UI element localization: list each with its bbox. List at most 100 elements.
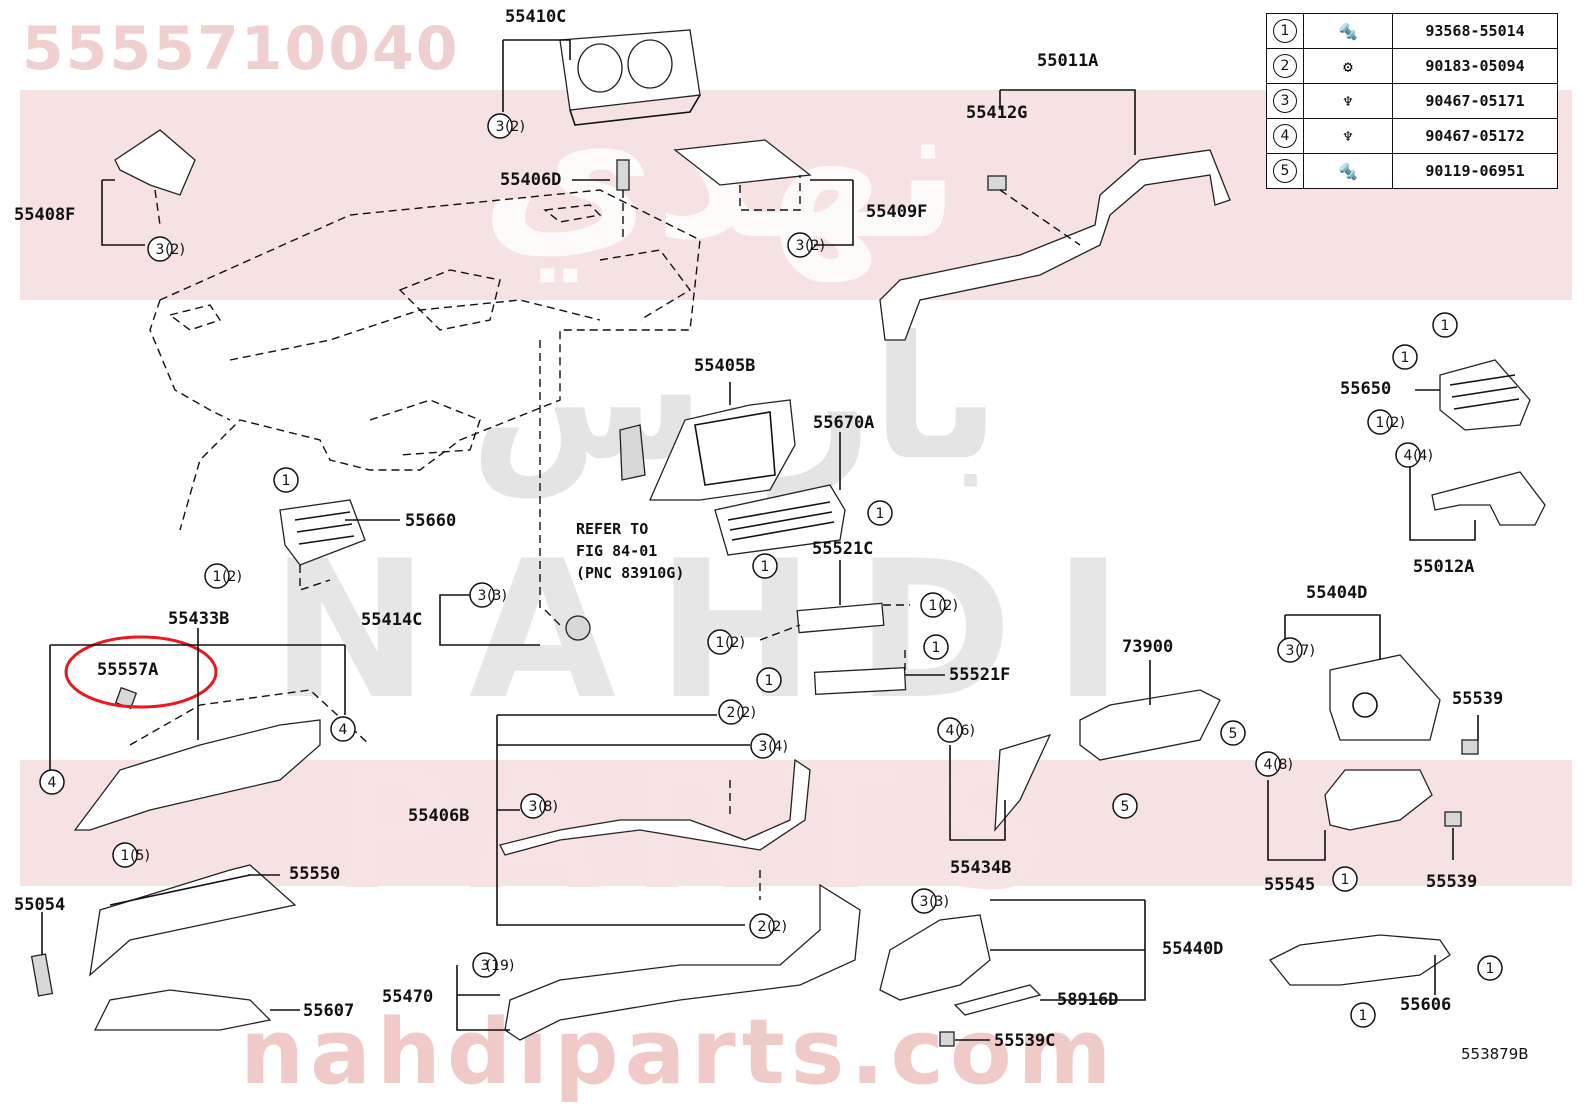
label-55470: 55470 [382, 987, 434, 1007]
label-55660: 55660 [405, 511, 457, 531]
callout-5: 5 [1112, 793, 1138, 819]
label-55670A: 55670A [813, 413, 875, 433]
svg-text:1: 1 [929, 598, 938, 614]
svg-text:2: 2 [758, 919, 767, 935]
svg-text:1: 1 [1359, 1008, 1368, 1024]
svg-text:(2): (2) [938, 598, 958, 614]
refer-note-line: FIG 84-01 [576, 542, 658, 560]
label-55434B: 55434B [950, 858, 1012, 878]
legend-row: 1 🔩 93568-55014 [1266, 13, 1558, 49]
fastener-legend-table: 1 🔩 93568-55014 2 ⚙ 90183-05094 3 ♆ 9046… [1266, 13, 1558, 189]
label-55440D: 55440D [1162, 939, 1224, 959]
label-55012A: 55012A [1413, 557, 1475, 577]
part-58916D [953, 984, 1042, 1016]
callout-1: 1(2) [1367, 409, 1405, 435]
legend-number: 1 [1273, 19, 1297, 43]
legend-row: 2 ⚙ 90183-05094 [1266, 48, 1558, 84]
svg-text:3: 3 [796, 238, 805, 254]
legend-number: 2 [1273, 54, 1297, 78]
svg-text:(4): (4) [1413, 448, 1433, 464]
refer-note-line: REFER TO [576, 520, 649, 538]
svg-text:3: 3 [759, 739, 768, 755]
callout-1: 1 [1392, 344, 1418, 370]
svg-text:1: 1 [1441, 318, 1450, 334]
part-55406B [499, 758, 811, 856]
svg-text:(2): (2) [1385, 415, 1405, 431]
svg-text:4: 4 [1264, 757, 1273, 773]
svg-text:3: 3 [529, 799, 538, 815]
label-55054: 55054 [14, 895, 66, 915]
label-55545: 55545 [1264, 875, 1316, 895]
callout-3: 3(3) [911, 888, 949, 914]
svg-text:3: 3 [1286, 643, 1295, 659]
svg-text:1: 1 [1401, 350, 1410, 366]
legend-number: 5 [1273, 159, 1297, 183]
svg-text:(6): (6) [955, 723, 975, 739]
part-55539C [939, 1031, 955, 1047]
svg-text:(2): (2) [805, 238, 825, 254]
label-55557A: 55557A [97, 660, 159, 680]
svg-text:1: 1 [1486, 961, 1495, 977]
label-55412G: 55412G [966, 103, 1028, 123]
callout-5: 5 [1220, 720, 1246, 746]
part-55660 [279, 499, 366, 566]
callout-3: 3(2) [147, 236, 185, 262]
callout-1: 1 [752, 553, 778, 579]
callout-3: 3(4) [750, 733, 788, 759]
part-55545 [1324, 769, 1433, 831]
callout-3: 3(2) [487, 113, 525, 139]
part-55408F [114, 129, 196, 196]
callout-1: 1 [923, 634, 949, 660]
callout-1: 1 [756, 667, 782, 693]
svg-text:(2): (2) [736, 705, 756, 721]
highlight-ring [64, 635, 218, 709]
legend-row: 4 ♆ 90467-05172 [1266, 118, 1558, 154]
svg-text:(2): (2) [767, 919, 787, 935]
part-55434B [994, 733, 1052, 832]
callout-1: 1 [1332, 866, 1358, 892]
clip-icon: ♆ [1343, 126, 1353, 146]
callout-3: 3(3) [469, 582, 507, 608]
label-55406D: 55406D [500, 170, 562, 190]
svg-text:3: 3 [156, 242, 165, 258]
svg-text:1: 1 [121, 848, 130, 864]
svg-text:1: 1 [932, 640, 941, 656]
watermark-nahdi: NAHDI [270, 520, 1164, 741]
svg-text:(2): (2) [505, 119, 525, 135]
watermark-site: nahdiparts.com [240, 1000, 1118, 1105]
label-55539-lower: 55539 [1426, 872, 1478, 892]
part-55440D [879, 914, 991, 1001]
diagram-code: 553879B [1461, 1045, 1529, 1063]
label-55607: 55607 [303, 1001, 355, 1021]
label-55550: 55550 [289, 864, 341, 884]
leader-lines [41, 39, 1479, 1041]
callout-1: 1 [1477, 955, 1503, 981]
legend-part-number: 90467-05172 [1392, 118, 1558, 154]
legend-part-number: 90183-05094 [1392, 48, 1558, 84]
screw-icon: 🔩 [1338, 161, 1358, 181]
callout-4: 4(6) [937, 717, 975, 743]
svg-text:(4): (4) [768, 739, 788, 755]
label-55521F: 55521F [949, 665, 1011, 685]
svg-text:3: 3 [481, 958, 490, 974]
fastener-callouts: 3(2) 3(2) 3(2) 1 1 1(2) 4(4) 1 1 1(2) 1 … [39, 113, 1503, 1028]
part-55606 [1268, 934, 1451, 986]
callout-3: 3(19) [472, 952, 514, 978]
callout-1: 1(5) [112, 842, 150, 868]
label-55539C: 55539C [994, 1031, 1056, 1051]
part-55412G [987, 175, 1007, 191]
callout-1: 1 [1350, 1002, 1376, 1028]
svg-text:4: 4 [48, 775, 57, 791]
part-55521C [796, 602, 885, 634]
legend-part-number: 90467-05171 [1392, 83, 1558, 119]
part-55650 [1439, 359, 1531, 431]
callout-3: 3(8) [520, 793, 558, 819]
part-55405B [649, 399, 796, 501]
callout-2: 2(2) [749, 913, 787, 939]
label-55606: 55606 [1400, 995, 1452, 1015]
legend-part-number: 90119-06951 [1392, 153, 1558, 189]
nut-clip-icon: ⚙ [1343, 56, 1353, 76]
refer-note-line: (PNC 83910G) [576, 564, 685, 582]
callout-4: 4 [330, 716, 356, 742]
